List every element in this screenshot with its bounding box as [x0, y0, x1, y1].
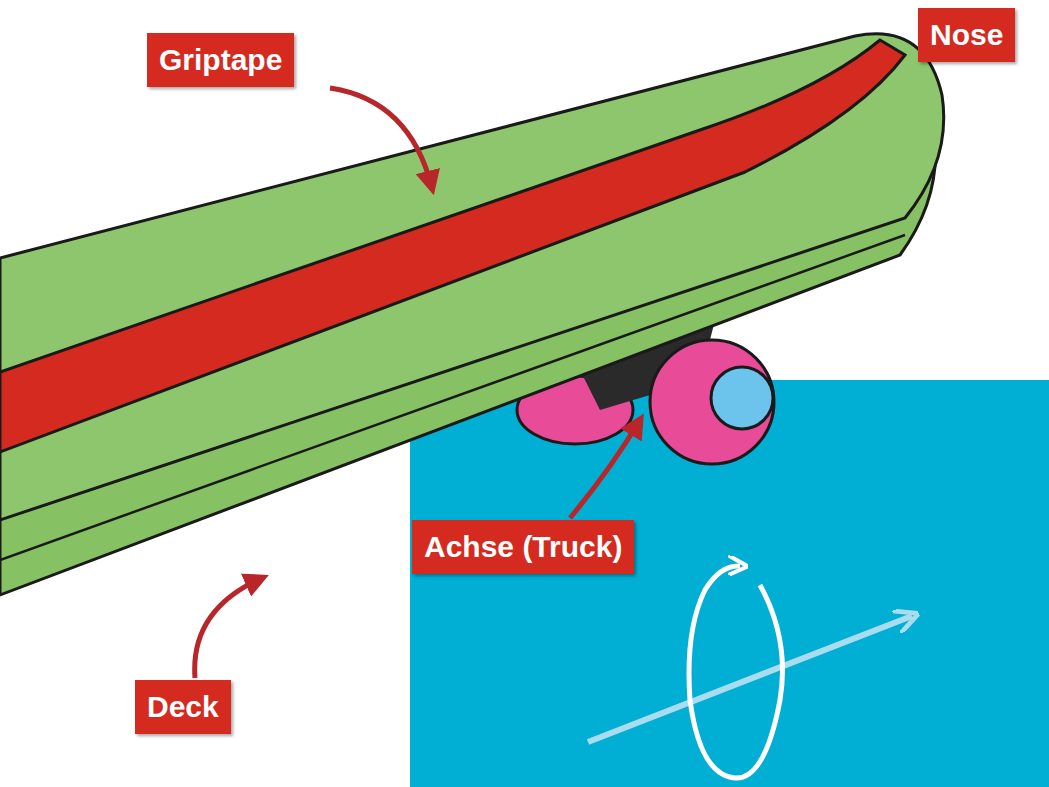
part-label: Achse (Truck): [412, 520, 634, 574]
rotation-symbol: [689, 566, 783, 778]
grip-stripe: [0, 40, 905, 452]
part-label: Nose: [918, 8, 1015, 62]
leader-arrow: [570, 420, 640, 518]
deck-top: [0, 34, 944, 520]
leader-arrow: [195, 578, 262, 678]
axis-arrow: [588, 616, 912, 742]
leader-arrow: [330, 88, 432, 188]
wheel: [650, 340, 774, 464]
part-label: Deck: [135, 680, 231, 734]
wheel-hub: [711, 367, 773, 429]
part-label: Griptape: [147, 33, 294, 87]
